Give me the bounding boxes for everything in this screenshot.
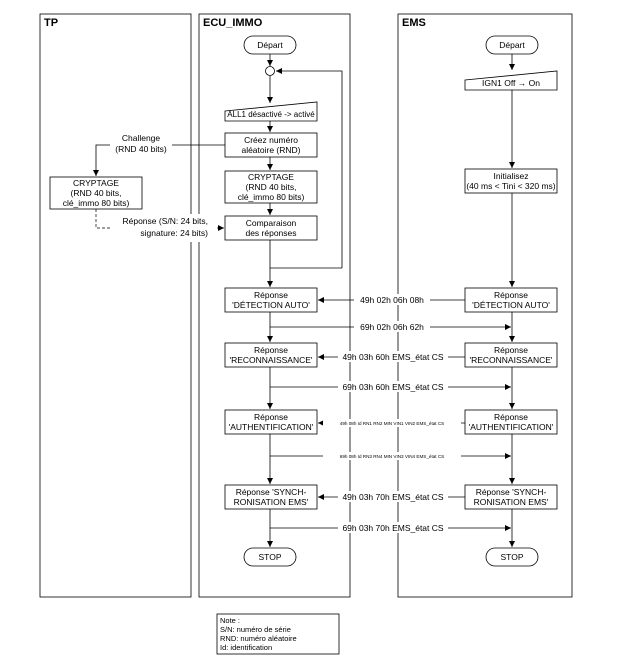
msg-m5: 49h 08h Id RN1 RN2 MIN VIN1 VIN2 EMS_éta… (340, 421, 444, 426)
ems-rep-synch-line2: RONISATION EMS' (474, 497, 549, 507)
ems-rep-synch-box (464, 484, 558, 510)
ecu-stop-label: STOP (259, 552, 282, 562)
ecu-rep-synch-line1: Réponse 'SYNCH- (236, 487, 307, 497)
lane-ecu-title: ECU_IMMO (203, 17, 263, 29)
ecu-rep-reconnaissance-box (224, 342, 318, 368)
ems-ign-label: IGN1 Off → On (482, 78, 540, 88)
note-line-sn: S/N: numéro de série (220, 625, 291, 634)
msg-m2: 69h 02h 06h 62h (360, 322, 424, 332)
ems-rep-synch-line1: Réponse 'SYNCH- (476, 487, 547, 497)
ems-ign-input (464, 70, 558, 91)
tp-reponse-line2: signature: 24 bits) (140, 228, 208, 238)
note-title: Note : (220, 616, 240, 625)
ecu-cryptage-line3: clé_immo 80 bits) (238, 192, 305, 202)
ecu-rep-synch-box (224, 484, 318, 510)
ecu-rep-authentification-line1: Réponse (254, 412, 288, 422)
ecu-start-label: Départ (257, 40, 283, 50)
tp-cryptage-line3: clé_immo 80 bits) (63, 198, 130, 208)
ecu-rep-reconnaissance-line2: 'RECONNAISSANCE' (229, 355, 312, 365)
ems-rep-authentification-line2: 'AUTHENTIFICATION' (469, 422, 554, 432)
lane-tp-title: TP (44, 17, 58, 29)
ems-rep-reconnaissance-box (464, 342, 558, 368)
tp-challenge-line2: (RND 40 bits) (115, 144, 167, 154)
msg-m3: 49h 03h 60h EMS_état CS (342, 352, 443, 362)
msg-m7: 49h 03h 70h EMS_état CS (342, 492, 443, 502)
ecu-rep-detection-box (224, 287, 318, 313)
ecu-rep-detection-line2: 'DÉTECTION AUTO' (232, 300, 310, 310)
ecu-rep-authentification-line2: 'AUTHENTIFICATION' (229, 422, 314, 432)
msg-m1: 49h 02h 06h 08h (360, 295, 424, 305)
note-box (216, 613, 340, 655)
ems-rep-detection-line1: Réponse (494, 290, 528, 300)
ems-init-box (464, 168, 558, 194)
ems-init-line1: Initialisez (494, 171, 529, 181)
ecu-rep-authentification-box (224, 409, 318, 435)
ecu-merge-node (265, 66, 275, 76)
ecu-stop-terminal (243, 547, 297, 567)
tp-challenge-line1: Challenge (122, 133, 161, 143)
tp-reponse-line1: Réponse (S/N: 24 bits, (122, 216, 208, 226)
tp-cryptage-box (49, 176, 143, 210)
ecu-cryptage-line1: CRYPTAGE (248, 172, 294, 182)
ecu-rep-synch-line2: RONISATION EMS' (234, 497, 309, 507)
ecu-cryptage-line2: (RND 40 bits, (245, 182, 296, 192)
ems-rep-authentification-line1: Réponse (494, 412, 528, 422)
ecu-creez-line2: aléatoire (RND) (241, 145, 300, 155)
ecu-rep-reconnaissance-line1: Réponse (254, 345, 288, 355)
ecu-rep-detection-line1: Réponse (254, 290, 288, 300)
ems-init-line2: (40 ms < Tini < 320 ms) (466, 181, 555, 191)
ecu-all1-label: ALL1 désactivé -> activé (227, 110, 315, 119)
tp-cryptage-line1: CRYPTAGE (73, 178, 119, 188)
ems-rep-reconnaissance-line2: 'RECONNAISSANCE' (469, 355, 552, 365)
ems-rep-detection-line2: 'DÉTECTION AUTO' (472, 300, 550, 310)
ems-rep-authentification-box (464, 409, 558, 435)
msg-m6: 69h 08h Id RN3 RN4 MIN VIN3 VIN4 EMS_éta… (340, 454, 444, 459)
msg-m8: 69h 03h 70h EMS_état CS (342, 523, 443, 533)
note-line-id: Id: identification (220, 643, 272, 652)
ecu-comparaison-line1: Comparaison (246, 218, 297, 228)
ems-stop-label: STOP (501, 552, 524, 562)
ems-rep-reconnaissance-line1: Réponse (494, 345, 528, 355)
ems-stop-terminal (485, 547, 539, 567)
ecu-cryptage-box (224, 170, 318, 204)
msg-m4: 69h 03h 60h EMS_état CS (342, 382, 443, 392)
ecu-comparaison-box (224, 215, 318, 241)
note-line-rnd: RND: numéro aléatoire (220, 634, 297, 643)
ecu-creez-line1: Créez numéro (244, 135, 298, 145)
lane-ems-title: EMS (402, 17, 426, 29)
ecu-all1-input (224, 101, 318, 122)
tp-cryptage-line2: (RND 40 bits, (70, 188, 121, 198)
ecu-comparaison-line2: des réponses (245, 228, 296, 238)
lane-tp (39, 13, 192, 598)
ems-start-label: Départ (499, 40, 525, 50)
